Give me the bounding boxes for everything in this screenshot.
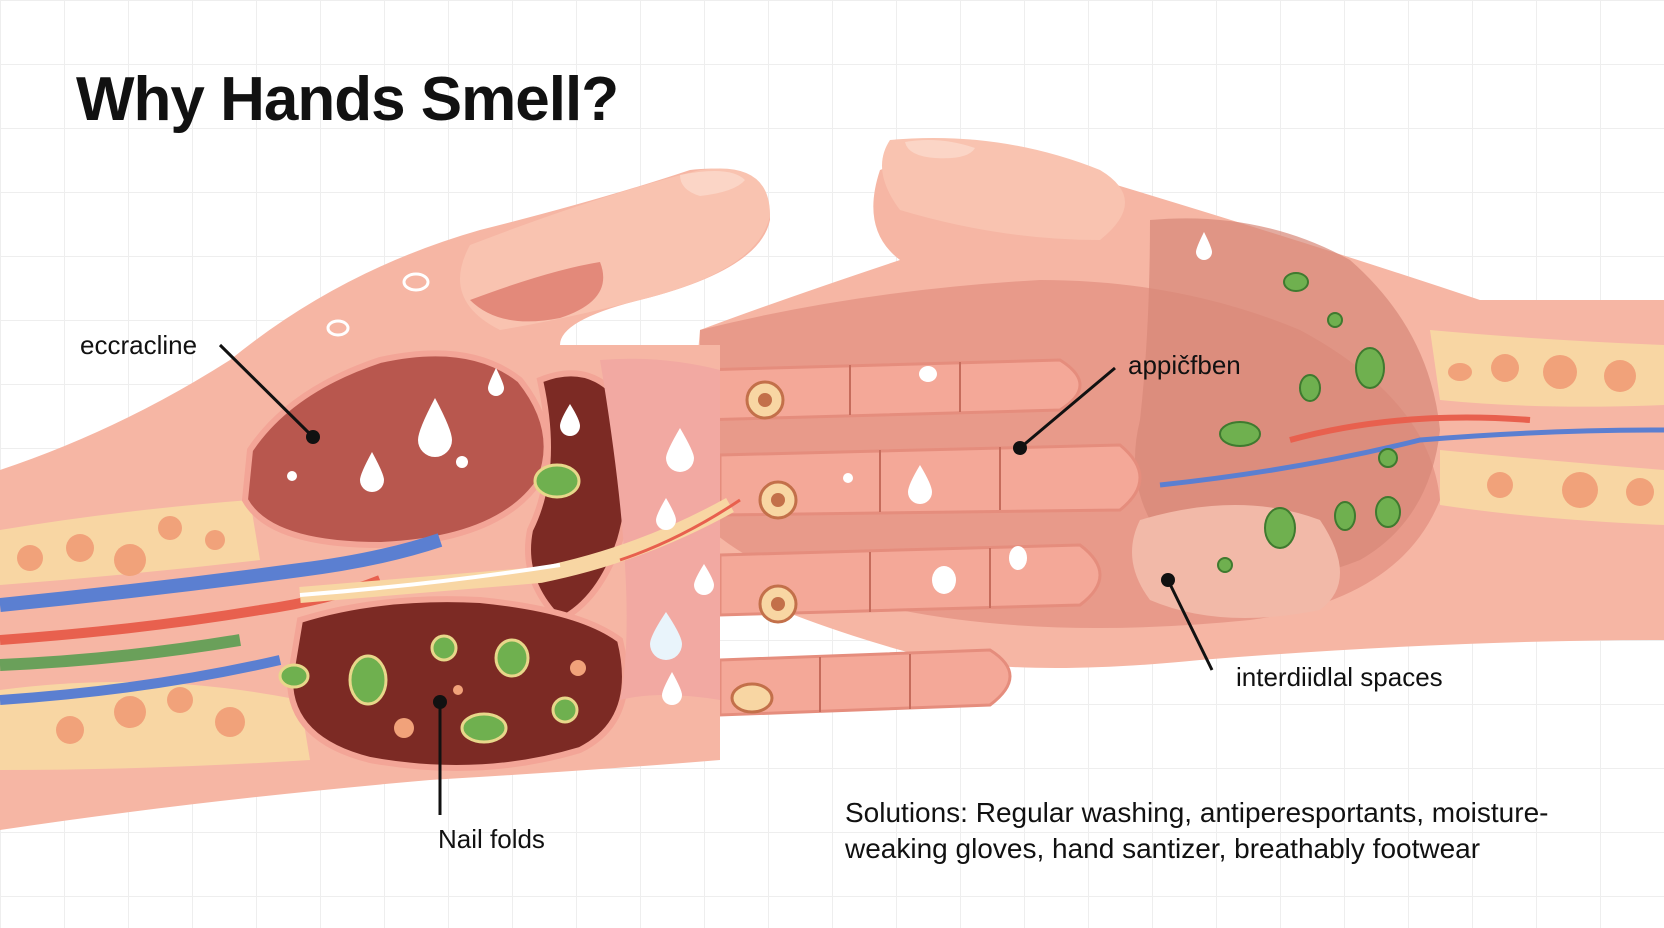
solutions-text: Solutions: Regular washing, antiperespor… (845, 797, 1549, 864)
label-nail-folds: Nail folds (438, 824, 545, 854)
right-artery (1289, 414, 1531, 443)
sweat-droplet-icon (360, 452, 384, 492)
left-middle-strip (600, 358, 720, 700)
bacteria-icon (533, 463, 581, 499)
sweat-droplet-icon (908, 465, 932, 504)
left-nerve (0, 634, 241, 671)
bacteria-icon (430, 634, 458, 662)
sweat-gland-icon (730, 682, 774, 714)
left-vein (0, 533, 443, 612)
bacteria-icon (494, 638, 530, 678)
sweat-droplet-icon (1196, 232, 1212, 260)
bacteria-icon (1264, 507, 1296, 549)
left-hand (0, 168, 770, 831)
sweat-droplet-icon (694, 564, 714, 595)
finger-joints (819, 362, 1001, 712)
bacteria-icon (1219, 421, 1261, 447)
right-thumb-nail (905, 140, 975, 159)
bacteria-icon (1283, 272, 1309, 292)
label-apocrine: appičfben (1128, 350, 1241, 380)
sweat-droplet-icon (488, 368, 504, 396)
sweat-droplet-icon (666, 428, 694, 472)
left-fat-layer-bottom (0, 682, 310, 770)
right-bacteria-group (1217, 272, 1401, 573)
left-duct-white (299, 563, 561, 597)
sweat-droplet-icon (456, 456, 468, 468)
page-title: Why Hands Smell? (76, 65, 619, 134)
fingers-section (698, 358, 1142, 717)
bacteria-icon (551, 696, 579, 724)
finger-droplets (843, 366, 1027, 594)
sweat-droplet-icon (287, 471, 297, 481)
leader-dots (306, 430, 1175, 709)
bacteria-icon (1327, 312, 1343, 328)
bacteria-icon (1334, 501, 1356, 531)
bacteria-icon (1375, 496, 1401, 528)
sweat-droplet-icon (662, 672, 682, 705)
left-lower-chamber (286, 596, 628, 771)
leader-lines (218, 343, 1214, 815)
sweat-droplet-icon (650, 612, 682, 660)
finger-top (698, 358, 1082, 422)
bacteria-icon (1299, 374, 1321, 402)
right-palm-pocket (1135, 218, 1440, 581)
sweat-droplet-icon (932, 566, 956, 594)
left-fat-layer-top (0, 500, 260, 585)
sweat-droplet-icon (919, 366, 937, 382)
finger-4 (718, 648, 1012, 717)
leader-apocrine (1019, 366, 1116, 450)
leader-eccrine (218, 343, 315, 439)
left-fat-blobs (17, 516, 245, 744)
right-vein (1159, 427, 1664, 488)
left-bacteria-group (278, 463, 581, 744)
sweat-droplet-icon (656, 498, 676, 530)
left-thumb-muscle (470, 262, 604, 322)
bacteria-icon (1355, 347, 1385, 389)
sweat-droplet-icon (1009, 546, 1027, 570)
right-fat-layer-bottom (1440, 450, 1664, 525)
left-gland-line (619, 498, 741, 562)
right-fat-blobs (1448, 354, 1654, 508)
right-thumb (882, 138, 1125, 240)
sweat-droplet-icon (560, 404, 580, 436)
bacteria-icon (278, 663, 310, 689)
label-eccrine: eccracline (80, 330, 198, 360)
right-lower-pocket (1132, 505, 1340, 618)
left-thumb-nail (680, 171, 745, 196)
sweat-droplet-icon (843, 473, 853, 483)
leader-interdigital (1166, 579, 1214, 671)
bacteria-icon (348, 654, 388, 706)
label-interdigital: interdiidlal spaces (1236, 662, 1443, 692)
sweat-droplet-icon (418, 398, 452, 457)
bacteria-icon (1217, 557, 1233, 573)
left-droplets (287, 368, 714, 705)
left-vein-lower (0, 655, 282, 705)
bacteria-icon (1378, 448, 1398, 468)
finger-2 (718, 443, 1142, 517)
finger-3 (718, 543, 1102, 617)
bacteria-icon (460, 712, 508, 744)
